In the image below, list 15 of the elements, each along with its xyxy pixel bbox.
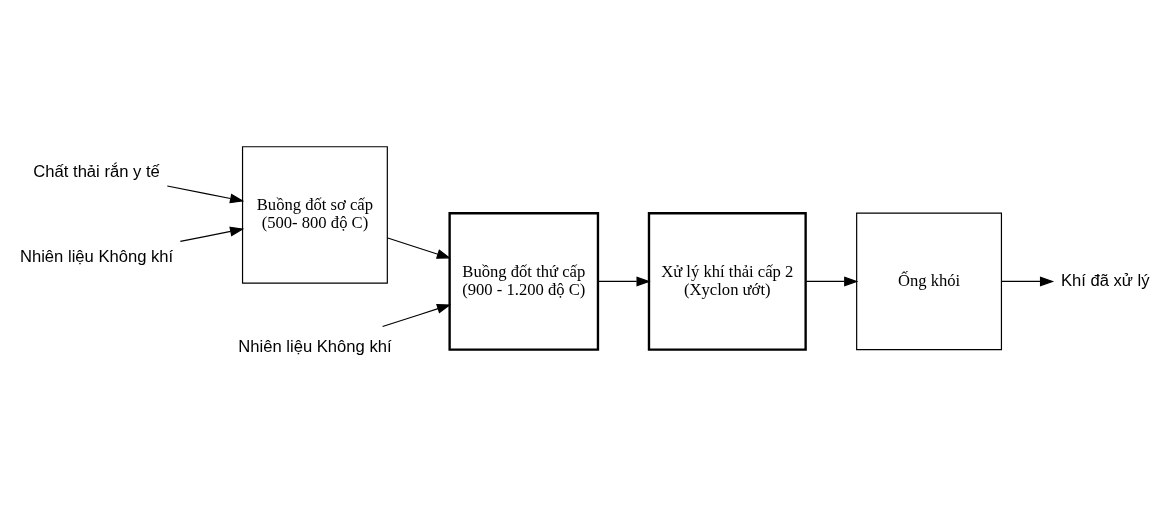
node-box: Buồng đốt thứ cấp (900 - 1.200 độ C) [448, 212, 600, 351]
node-text: Nhiên liệu Không khí [19, 247, 174, 267]
arrow [179, 226, 245, 242]
arrow [805, 276, 859, 287]
arrow [166, 185, 245, 204]
node-box: Xử lý khí thải cấp 2 (Xyclon ướt) [647, 212, 807, 351]
node-box: Ống khói [856, 212, 1003, 351]
node-text: Nhiên liệu Không khí [238, 337, 392, 357]
node-box: Buồng đốt sơ cấp (500- 800 độ C) [241, 146, 388, 284]
arrow [382, 304, 452, 328]
arrow [387, 237, 452, 259]
arrow [597, 276, 651, 287]
node-text: Chất thải rắn y tế [33, 161, 160, 181]
arrow [1000, 276, 1055, 287]
node-text: Khí đã xử lý [1060, 270, 1150, 290]
